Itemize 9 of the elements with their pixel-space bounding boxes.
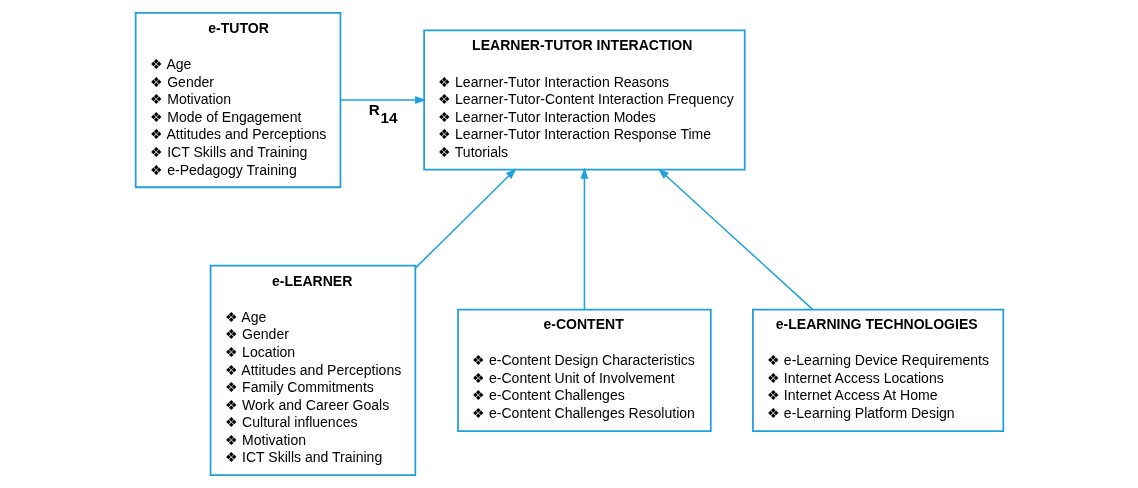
arrow <box>579 167 588 311</box>
node-box: e-CONTENT ❖ e-Content Design Characteristics ❖ e-Content Unit of Involvement ❖ e-Content Challenges ❖ e-Content Challenges Resolution <box>456 308 712 433</box>
arrow <box>339 96 426 104</box>
node-box: e-TUTOR ❖ Age ❖ Gender ❖ Motivation ❖ Mode of Engagement ❖ Attitudes and Perceptions ❖ ICT Skills and Training ❖ e-Pedagogy Training <box>134 12 341 189</box>
node-box: LEARNER-TUTOR INTERACTION ❖ Learner-Tutor Interaction Reasons ❖ Learner-Tutor-Content Interaction Frequency ❖ Learner-Tutor Interaction Modes ❖ Learner-Tutor Interaction Response Time ❖ Tutorials <box>422 29 746 171</box>
node-box: e-LEARNER ❖ Age ❖ Gender ❖ Location ❖ Attitudes and Perceptions ❖ Family Commitments ❖ Work and Career Goals ❖ Cultural influences ❖ Motivation ❖ ICT Skills and Training <box>209 264 416 476</box>
node-box: e-LEARNING TECHNOLOGIES ❖ e-Learning Device Requirements ❖ Internet Access Locations ❖ Internet Access At Home ❖ e-Learning Platform Design <box>751 308 1004 433</box>
arrow <box>657 168 813 311</box>
arrow <box>414 168 517 269</box>
